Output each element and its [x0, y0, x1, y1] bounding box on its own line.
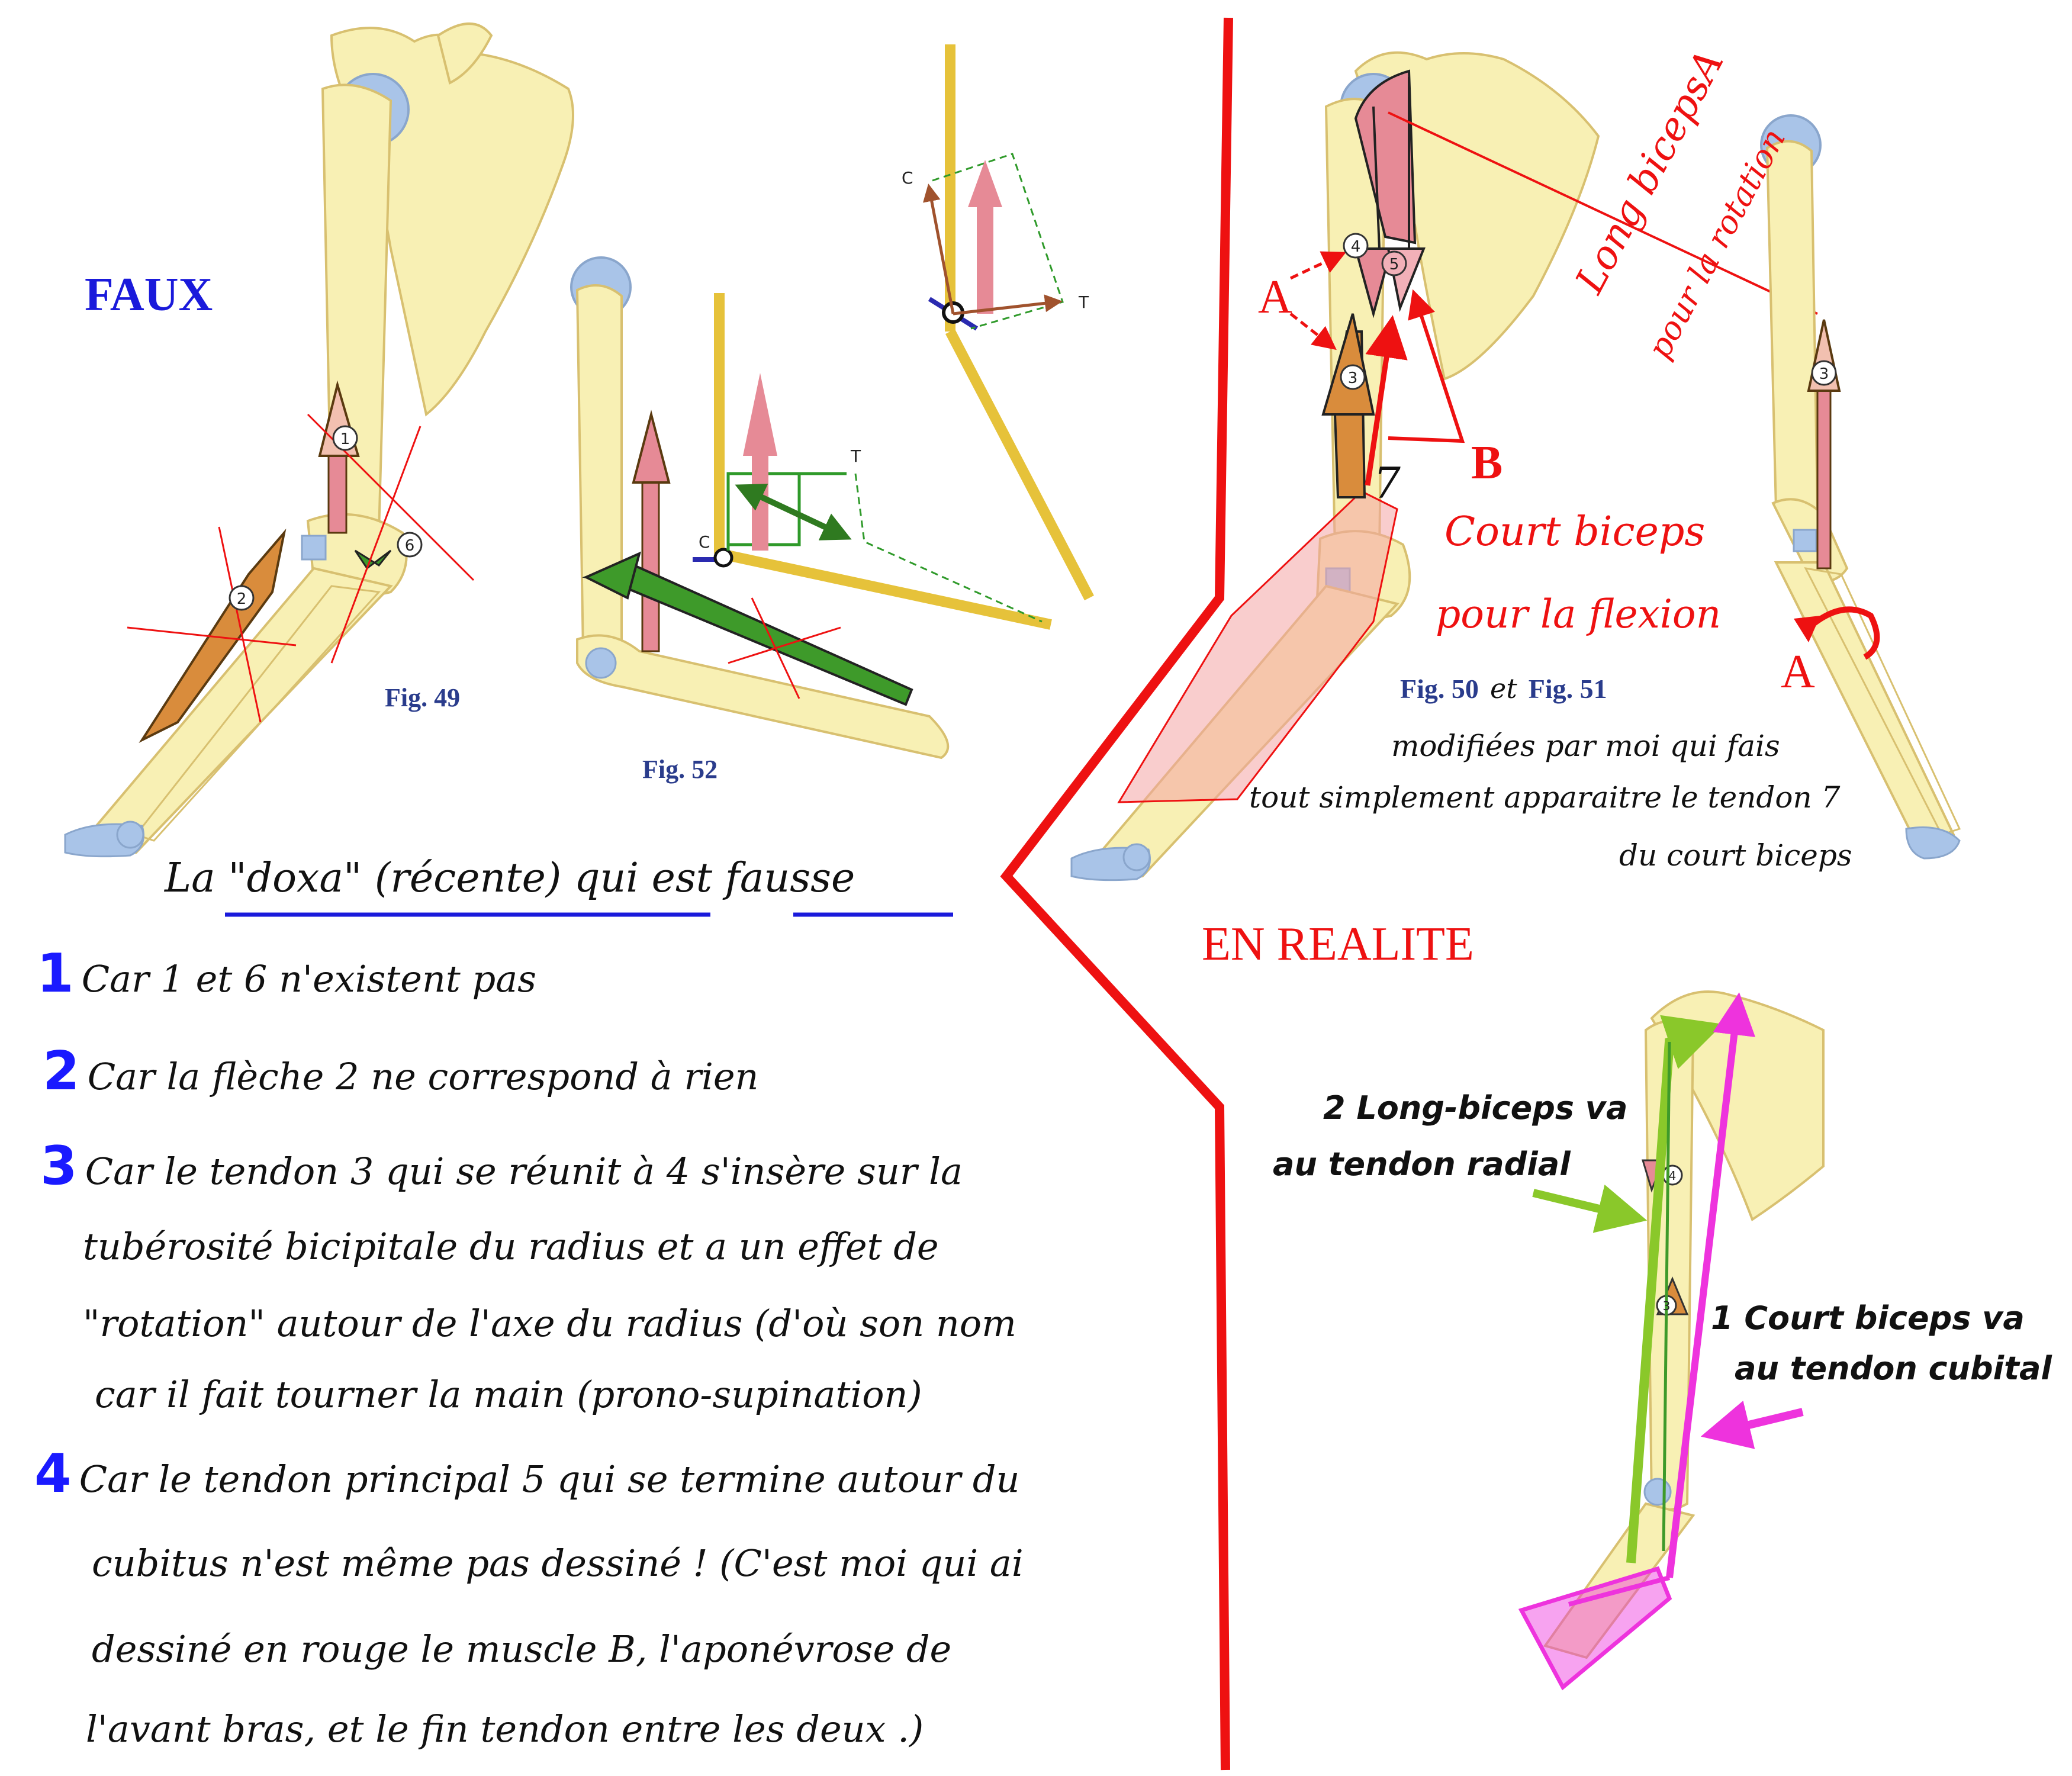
- en-realite-title: EN REALITE: [1202, 918, 1474, 970]
- reason-number: 1: [37, 942, 74, 1005]
- fig50-skeleton: [1070, 51, 1818, 881]
- reason-4-line-2: cubitus n'est même pas dessiné ! (C'est …: [92, 1542, 1024, 1585]
- note-line-1: modifiées par moi qui fais: [1391, 729, 1780, 763]
- faux-title: FAUX: [85, 269, 213, 321]
- fig51-skeleton: [1760, 114, 1961, 860]
- court-biceps-sublabel: pour la flexion: [1436, 591, 1722, 637]
- reason-number: 2: [43, 1040, 80, 1102]
- fig49-skeleton: [64, 22, 574, 858]
- reason-3-line-4: car il fait tourner la main (prono-supin…: [95, 1373, 922, 1416]
- bottom-diagram: [1518, 990, 1825, 1691]
- fig50-51-caption: Fig. 50 et Fig. 51: [1400, 675, 1607, 703]
- reason-4-line-4: l'avant bras, et le fin tendon entre les…: [86, 1707, 924, 1751]
- vector-inset-upper: [923, 44, 1094, 601]
- reason-text: Car le tendon principal 5 qui se termine…: [79, 1458, 1020, 1501]
- reason-text: Car la flèche 2 ne correspond à rien: [87, 1055, 759, 1098]
- long-biceps-note-2: au tendon radial: [1273, 1146, 1571, 1183]
- reason-text: Car le tendon 3 qui se réunit à 4 s'insè…: [85, 1150, 963, 1193]
- marker-3-fig51: 3: [1819, 365, 1829, 383]
- vector-c-lower: C: [699, 532, 710, 552]
- b-label: B: [1471, 437, 1503, 489]
- long-biceps-note-1: 2 Long-biceps va: [1323, 1089, 1628, 1127]
- reason-3: 3 Car le tendon 3 qui se réunit à 4 s'in…: [40, 1140, 963, 1193]
- reason-number: 4: [34, 1443, 72, 1505]
- fig50-label: Fig. 50: [1400, 674, 1479, 704]
- reason-4: 4 Car le tendon principal 5 qui se termi…: [34, 1447, 1019, 1501]
- reason-text: Car 1 et 6 n'existent pas: [81, 957, 536, 1000]
- tendon-7-label: 7: [1373, 458, 1401, 508]
- vector-c-upper: C: [902, 168, 913, 188]
- reason-number: 3: [40, 1135, 78, 1197]
- court-biceps-label: Court biceps: [1444, 509, 1706, 555]
- vector-inset-lower: [693, 293, 1052, 630]
- reason-3-line-3: "rotation" autour de l'axe du radius (d'…: [83, 1302, 1016, 1345]
- marker-4: 4: [1351, 238, 1361, 256]
- fig52-label: Fig. 52: [642, 755, 718, 784]
- reason-2: 2 Car la flèche 2 ne correspond à rien: [43, 1045, 759, 1098]
- marker-1: 1: [340, 430, 350, 448]
- marker-3: 3: [1348, 369, 1358, 387]
- fig49-label: Fig. 49: [385, 683, 461, 712]
- note-line-2: tout simplement apparaitre le tendon 7: [1249, 780, 1841, 815]
- court-biceps-note-1: 1 Court biceps va: [1711, 1299, 2025, 1337]
- reason-4-line-3: dessiné en rouge le muscle B, l'aponévro…: [92, 1627, 952, 1671]
- vector-t-upper: T: [1078, 292, 1089, 312]
- marker-6: 6: [405, 537, 415, 555]
- vector-t-lower: T: [850, 446, 861, 466]
- note-line-3: du court biceps: [1619, 838, 1852, 873]
- reason-3-line-2: tubérosité bicipitale du radius et a un …: [83, 1225, 939, 1268]
- marker-4-bottom: 4: [1669, 1169, 1677, 1183]
- doxa-heading: La "doxa" (récente) qui est fausse: [165, 855, 855, 902]
- fig51-label: Fig. 51: [1528, 674, 1607, 704]
- court-biceps-note-2: au tendon cubital: [1735, 1350, 2052, 1387]
- center-divider: [1000, 17, 1233, 1771]
- a-label-right: A: [1781, 646, 1815, 698]
- a-label-left: A: [1258, 271, 1292, 323]
- marker-5: 5: [1389, 256, 1399, 274]
- marker-2: 2: [237, 590, 247, 608]
- marker-3-bottom: 3: [1663, 1299, 1671, 1313]
- fig-join: et: [1489, 673, 1517, 704]
- fig52-skeleton: [570, 256, 950, 760]
- reason-1: 1 Car 1 et 6 n'existent pas: [37, 947, 536, 1000]
